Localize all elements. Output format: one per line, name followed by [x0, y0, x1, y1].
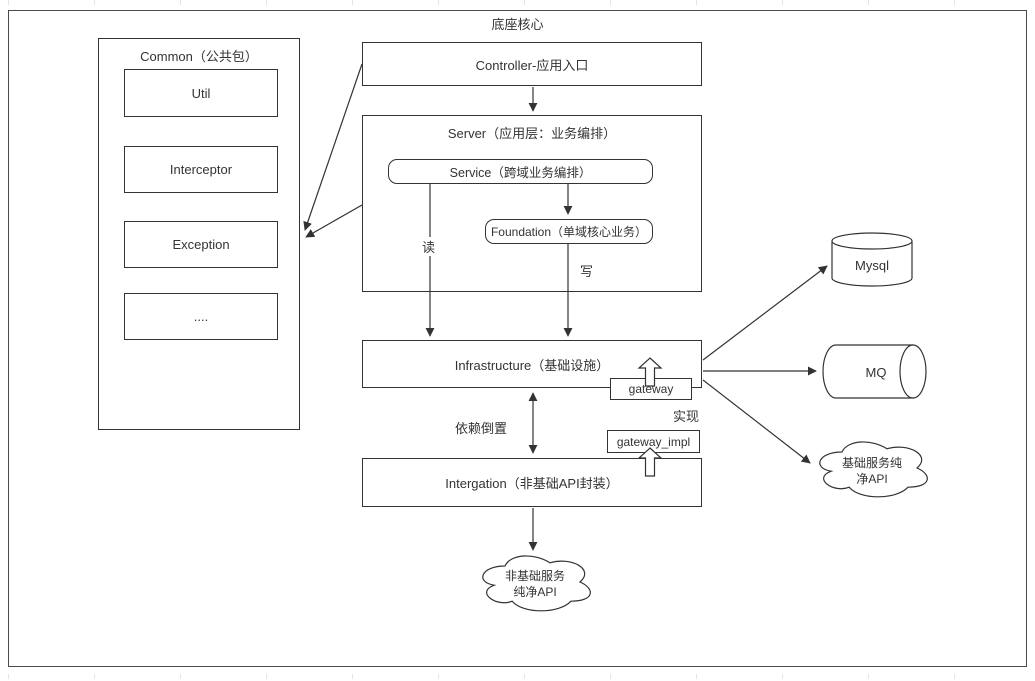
edge-label-implement: 实现: [671, 406, 702, 425]
service-node[interactable]: Service（跨域业务编排）: [388, 159, 653, 184]
gateway-impl-node[interactable]: gateway_impl: [607, 430, 700, 453]
mq-label: MQ: [865, 365, 887, 380]
common-item-exception[interactable]: Exception: [124, 221, 278, 268]
common-item-util[interactable]: Util: [124, 69, 278, 117]
server-title: Server（应用层：业务编排）: [447, 126, 617, 141]
common-item-more[interactable]: ....: [124, 293, 278, 340]
foundation-node[interactable]: Foundation（单域核心业务）: [485, 219, 653, 244]
mysql-label: Mysql: [855, 258, 889, 273]
edge-label-write: 写: [578, 261, 596, 280]
non-base-api-cloud-label: 非基础服务纯净API: [504, 569, 565, 600]
base-api-cloud-label: 基础服务纯净API: [841, 456, 902, 487]
common-item-interceptor[interactable]: Interceptor: [124, 146, 278, 193]
diagram-title: 底座核心: [491, 17, 544, 32]
gateway-node[interactable]: gateway: [610, 378, 692, 400]
page-boundary-ticks-top: [8, 0, 1027, 5]
edge-label-read: 读: [420, 237, 438, 256]
common-package-container[interactable]: Common（公共包） Util Interceptor Exception .…: [98, 38, 300, 430]
common-package-title: Common（公共包）: [140, 49, 258, 64]
server-container[interactable]: Server（应用层：业务编排） Service（跨域业务编排） Foundat…: [362, 115, 702, 292]
page-boundary-ticks-bottom: [8, 674, 1027, 679]
controller-node[interactable]: Controller-应用入口: [362, 42, 702, 86]
intergation-node[interactable]: Intergation（非基础API封装）: [362, 458, 702, 507]
edge-label-dependency-inversion: 依赖倒置: [453, 418, 510, 437]
